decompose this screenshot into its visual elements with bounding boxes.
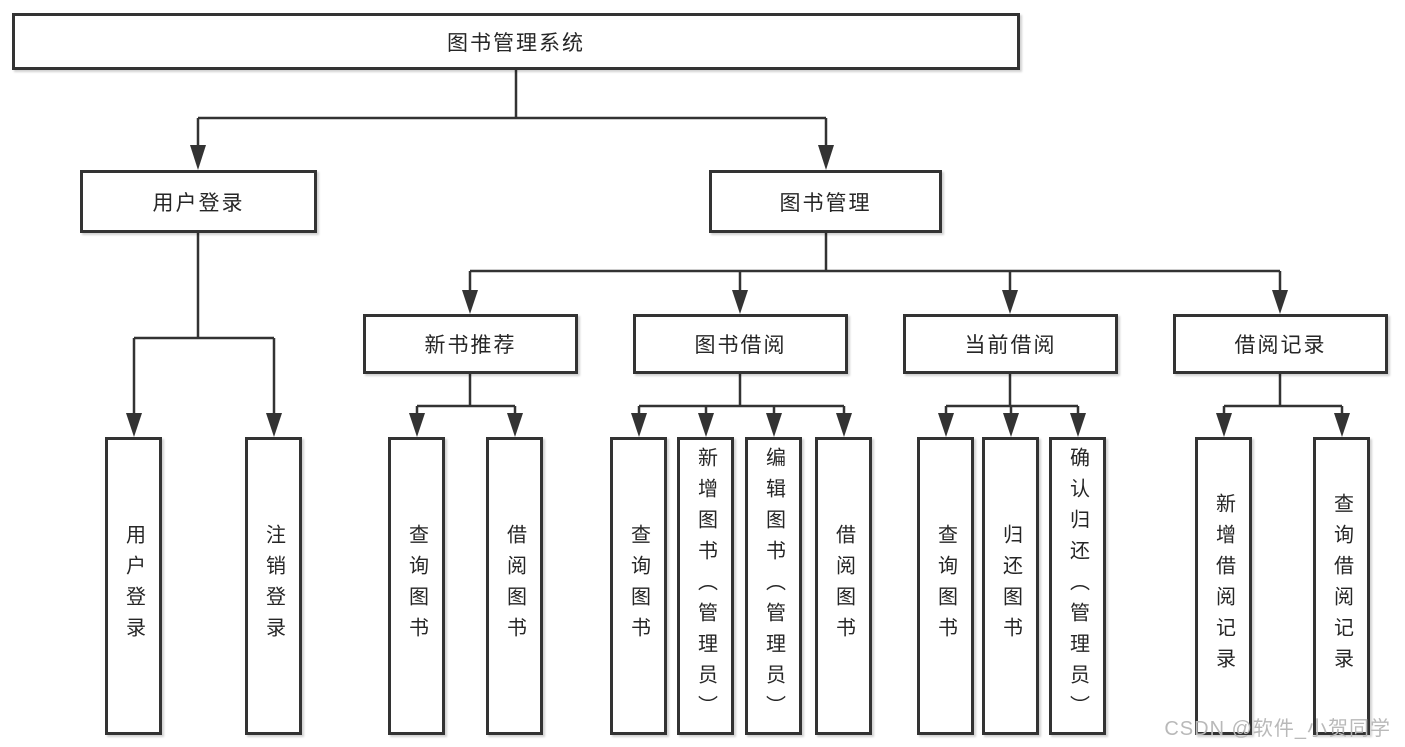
node-new-book-recommendation: 新书推荐 [363,314,578,374]
leaf-edit-books-admin: 编辑图书（管理员） [745,437,802,735]
leaf-query-books: 查询图书 [917,437,974,735]
leaf-query-borrow-record: 查询借阅记录 [1313,437,1370,735]
node-user-login: 用户登录 [80,170,317,233]
leaf-query-books: 查询图书 [610,437,667,735]
node-book-borrowing: 图书借阅 [633,314,848,374]
leaf-query-books: 查询图书 [388,437,445,735]
leaf-return-books: 归还图书 [982,437,1039,735]
node-library-management-system: 图书管理系统 [12,13,1020,70]
leaf-user-login: 用户登录 [105,437,162,735]
leaf-borrow-books: 借阅图书 [486,437,543,735]
csdn-watermark: CSDN @软件_小贺同学 [1164,718,1391,740]
leaf-confirm-return-admin: 确认归还（管理员） [1049,437,1106,735]
leaf-add-books-admin: 新增图书（管理员） [677,437,734,735]
node-current-borrowing: 当前借阅 [903,314,1118,374]
node-borrowing-records: 借阅记录 [1173,314,1388,374]
leaf-borrow-books: 借阅图书 [815,437,872,735]
node-book-management: 图书管理 [709,170,942,233]
leaf-add-borrow-record: 新增借阅记录 [1195,437,1252,735]
leaf-logout: 注销登录 [245,437,302,735]
